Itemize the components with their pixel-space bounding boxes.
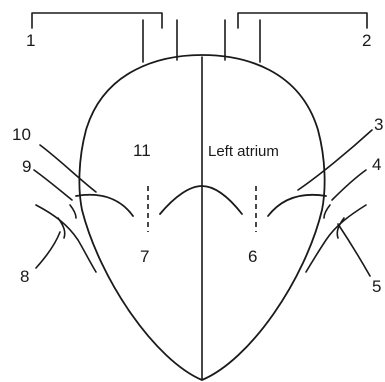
- label-1: 1: [26, 31, 35, 50]
- bracket-2: [224, 12, 368, 63]
- label-9: 9: [22, 157, 31, 176]
- left-valve-curve: [75, 193, 134, 217]
- label-6: 6: [248, 247, 257, 266]
- central-valve-arch: [159, 185, 243, 215]
- label-11: 11: [133, 141, 151, 160]
- bracket-1: [31, 12, 178, 63]
- label-3: 3: [374, 115, 383, 134]
- leader-lines: [33, 129, 373, 277]
- right-side-vessels: [305, 204, 367, 273]
- label-4: 4: [372, 155, 381, 174]
- label-left-atrium: Left atrium: [208, 143, 279, 160]
- right-valve-curve: [267, 193, 327, 217]
- label-8: 8: [20, 267, 29, 286]
- label-5: 5: [372, 277, 381, 296]
- heart-outline: [78, 54, 326, 381]
- label-2: 2: [362, 31, 371, 50]
- label-10: 10: [12, 125, 31, 144]
- left-side-vessels: [35, 204, 97, 273]
- label-7: 7: [140, 247, 149, 266]
